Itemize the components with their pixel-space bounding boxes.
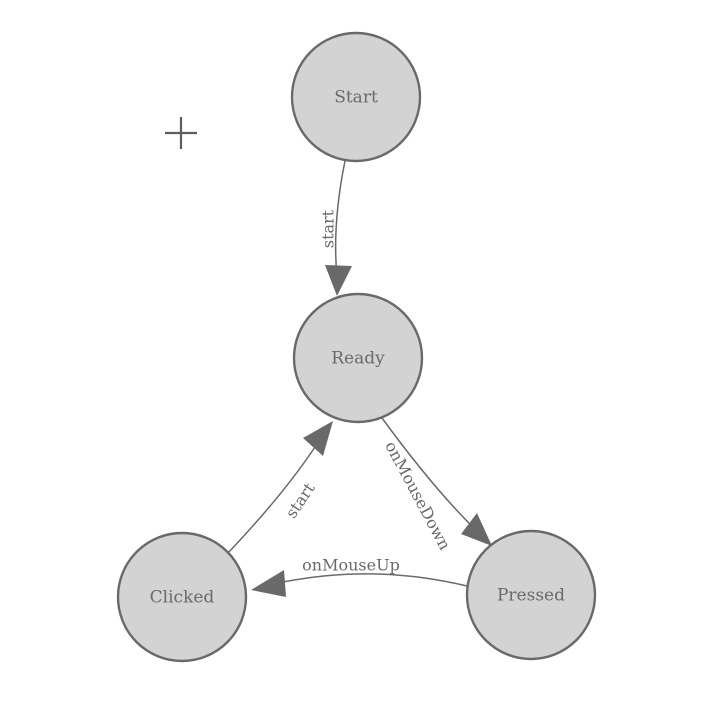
- node-circle-start[interactable]: [290, 31, 422, 163]
- node-label-start: Start: [334, 88, 378, 108]
- arrowhead-start-to-ready: [325, 265, 352, 296]
- edge-clicked-to-ready[interactable]: start: [227, 421, 333, 554]
- edge-path-pressed-to-clicked[interactable]: [282, 573, 468, 587]
- node-pressed[interactable]: Pressed: [465, 529, 597, 661]
- arrowhead-pressed-to-clicked: [251, 570, 286, 597]
- node-circle-pressed[interactable]: [465, 529, 597, 661]
- edge-label-pressed-to-clicked: onMouseUp: [302, 556, 400, 575]
- edge-label-start-to-ready: start: [319, 209, 338, 248]
- plus-marker-icon[interactable]: [165, 117, 197, 149]
- node-start[interactable]: Start: [290, 31, 422, 163]
- edge-ready-to-pressed[interactable]: onMouseDown: [381, 417, 492, 553]
- arrowhead-clicked-to-ready: [303, 421, 333, 456]
- node-label-pressed: Pressed: [497, 586, 565, 606]
- arrowhead-ready-to-pressed: [461, 513, 492, 546]
- edge-path-clicked-to-ready[interactable]: [227, 446, 316, 554]
- edge-path-ready-to-pressed[interactable]: [381, 417, 479, 533]
- node-label-ready: Ready: [331, 349, 385, 369]
- edge-start-to-ready[interactable]: start: [319, 160, 353, 296]
- node-circle-ready[interactable]: [292, 292, 424, 424]
- node-label-clicked: Clicked: [150, 588, 215, 608]
- node-circle-clicked[interactable]: [116, 531, 248, 663]
- edge-pressed-to-clicked[interactable]: onMouseUp: [251, 556, 468, 598]
- node-clicked[interactable]: Clicked: [116, 531, 248, 663]
- node-ready[interactable]: Ready: [292, 292, 424, 424]
